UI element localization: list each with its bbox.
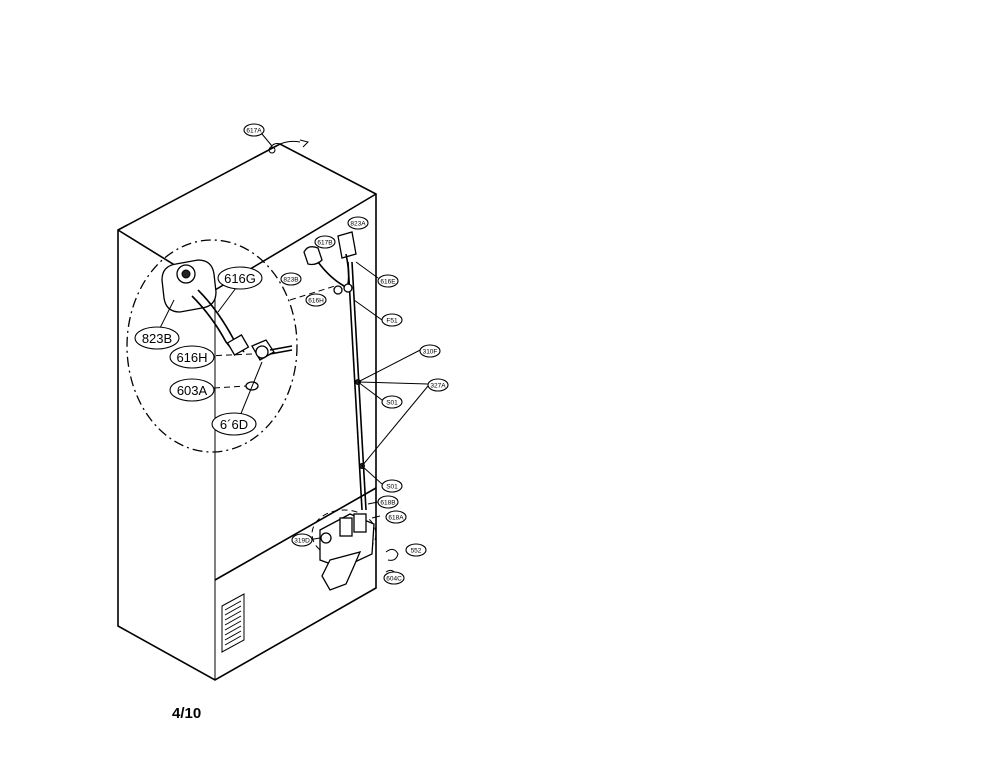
svg-text:616H: 616H bbox=[308, 298, 324, 305]
svg-text:6´6D: 6´6D bbox=[220, 417, 248, 432]
callout-small-r6: F51 bbox=[381, 313, 403, 327]
callout-616H: 616H bbox=[169, 345, 215, 369]
svg-text:310F: 310F bbox=[423, 349, 438, 356]
callout-small-r4: 616E bbox=[377, 274, 399, 288]
svg-text:S01: S01 bbox=[386, 400, 398, 407]
svg-text:616E: 616E bbox=[380, 279, 396, 286]
svg-text:616G: 616G bbox=[224, 271, 256, 286]
callout-823B: 823B bbox=[134, 326, 180, 350]
callout-small-r7: 310F bbox=[419, 344, 441, 358]
callout-616D: 6´6D bbox=[211, 412, 257, 436]
callout-616G: 616G bbox=[217, 266, 263, 290]
vent-grille bbox=[221, 593, 245, 653]
svg-text:F51: F51 bbox=[386, 318, 398, 325]
callout-small-r12: 618A bbox=[385, 510, 407, 524]
svg-text:617B: 617B bbox=[317, 240, 332, 247]
callout-small-r9: S01 bbox=[381, 395, 403, 409]
callout-small-r3: 823B bbox=[280, 272, 302, 286]
callout-small-top: 617A bbox=[243, 123, 273, 147]
svg-text:616H: 616H bbox=[176, 350, 207, 365]
svg-text:618A: 618A bbox=[388, 515, 404, 522]
svg-text:618B: 618B bbox=[380, 500, 395, 507]
tubing-assembly bbox=[303, 231, 429, 591]
svg-text:327A: 327A bbox=[430, 383, 446, 390]
svg-text:604C: 604C bbox=[386, 576, 402, 583]
svg-text:823B: 823B bbox=[283, 277, 298, 284]
svg-text:603A: 603A bbox=[177, 383, 208, 398]
callout-small-r8: 327A bbox=[427, 378, 449, 392]
callout-small-r13: 319D bbox=[291, 533, 313, 547]
callout-small-r15: 604C bbox=[383, 571, 405, 585]
svg-text:S01: S01 bbox=[386, 484, 398, 491]
connector-left bbox=[303, 246, 323, 266]
callout-603A: 603A bbox=[169, 378, 215, 402]
callout-small-r1: 823A bbox=[347, 216, 369, 230]
callout-small-r5: 616H bbox=[305, 293, 327, 307]
bracket-plate bbox=[161, 259, 217, 313]
callout-small-r2: 617B bbox=[314, 235, 336, 249]
cabinet bbox=[117, 139, 377, 681]
detail-view bbox=[126, 239, 336, 453]
svg-text:319D: 319D bbox=[294, 538, 310, 545]
svg-text:823B: 823B bbox=[142, 331, 172, 346]
svg-text:823A: 823A bbox=[350, 221, 366, 228]
connector-upper bbox=[337, 231, 357, 259]
svg-text:617A: 617A bbox=[246, 128, 262, 135]
callout-small-r11: 618B bbox=[377, 495, 399, 509]
callout-small-r14: 552 bbox=[405, 543, 427, 557]
svg-text:552: 552 bbox=[411, 548, 422, 555]
callout-small-r10: S01 bbox=[381, 479, 403, 493]
page-number: 4/10 bbox=[172, 705, 202, 722]
